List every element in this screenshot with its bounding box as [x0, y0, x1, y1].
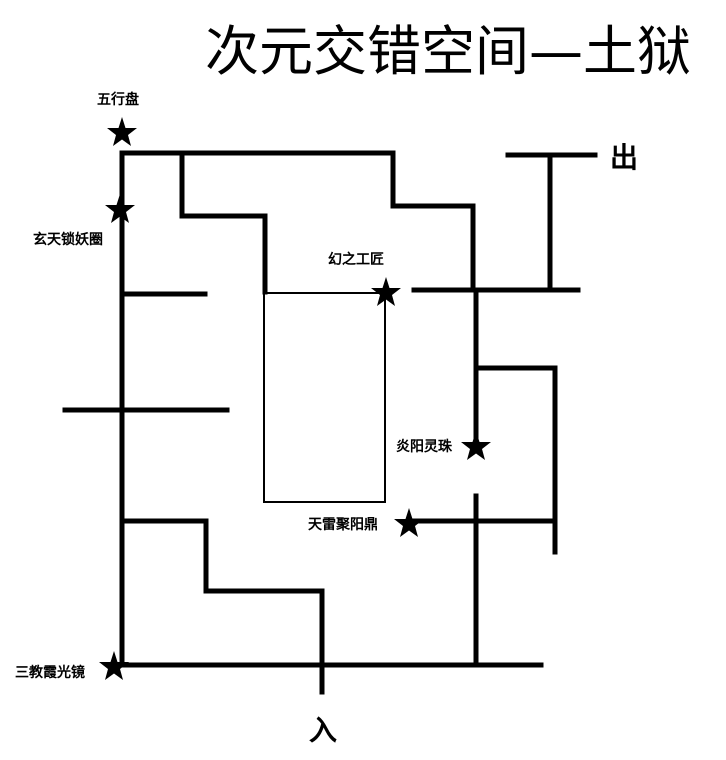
wall-bottom-stair	[119, 518, 325, 695]
star-icon-huanzhi[interactable]	[371, 277, 401, 306]
landmark-markers	[99, 117, 491, 680]
star-icon-tianlei[interactable]	[394, 508, 424, 537]
label-xuantian: 玄天锁妖圈	[33, 231, 103, 248]
wall-inner-step	[179, 150, 268, 295]
wall-right-box	[473, 365, 558, 555]
label-sanjiao: 三教霞光镜	[15, 664, 85, 681]
star-icon-sanjiao[interactable]	[99, 651, 129, 680]
label-tianlei: 天雷聚阳鼎	[308, 516, 378, 533]
star-icon-xuantian[interactable]	[105, 194, 135, 223]
star-icon-wuxingpan[interactable]	[107, 117, 137, 146]
label-wuxingpan: 五行盘	[97, 91, 139, 108]
maze-walls	[62, 150, 598, 695]
landmark-labels: 五行盘 玄天锁妖圈 幻之工匠 炎阳灵珠 天雷聚阳鼎 三教霞光镜	[15, 91, 453, 681]
inner-chamber-walls	[263, 292, 386, 503]
label-huanzhi: 幻之工匠	[328, 251, 384, 268]
label-yanyang: 炎阳灵珠	[396, 438, 453, 455]
inner-chamber	[263, 292, 386, 503]
wall-top	[119, 150, 476, 293]
star-icon-yanyang[interactable]	[461, 431, 491, 460]
exit-label: 出	[610, 141, 638, 174]
entrance-label: 入	[309, 714, 337, 747]
map-title: 次元交错空间—土狱	[205, 20, 691, 83]
